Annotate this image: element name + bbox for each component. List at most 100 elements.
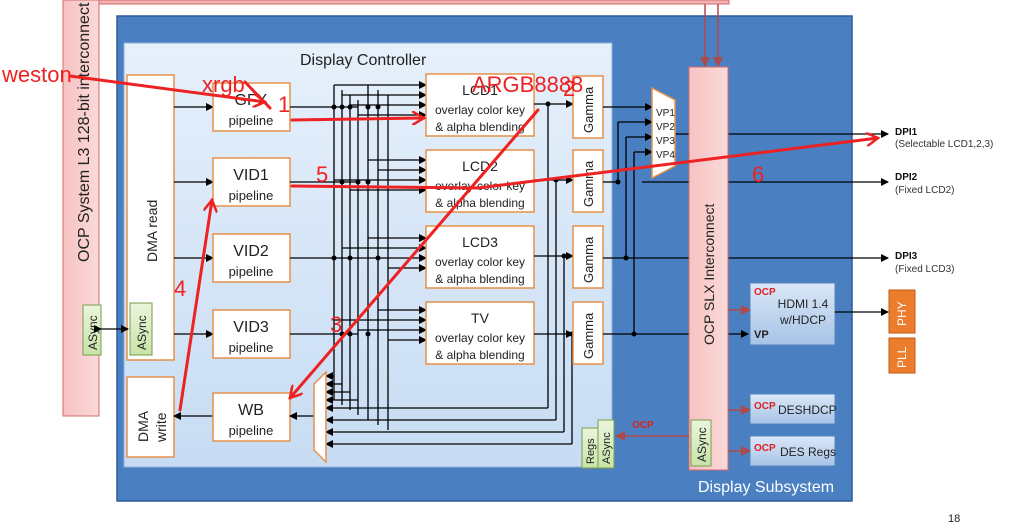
svg-text:6: 6 [752, 162, 764, 187]
svg-text:VP3: VP3 [656, 136, 675, 147]
svg-text:2: 2 [563, 76, 575, 101]
svg-text:& alpha blending: & alpha blending [435, 120, 524, 134]
dpi1-label: DPI1 (Selectable LCD1,2,3) [895, 127, 993, 150]
svg-text:Gamma: Gamma [581, 236, 596, 283]
svg-text:& alpha blending: & alpha blending [435, 272, 524, 286]
svg-text:OCP: OCP [754, 443, 776, 454]
svg-text:Regs: Regs [585, 438, 597, 464]
overlay-lcd1: LCD1 overlay color key & alpha blending [425, 73, 535, 137]
svg-text:VP1: VP1 [656, 108, 675, 119]
svg-text:overlay color key: overlay color key [435, 331, 525, 345]
gamma-output-lines [603, 103, 889, 338]
hdmi-block: OCP HDMI 1.4 w/HDCP VP [749, 282, 836, 346]
deshdcp-block: OCP DESHDCP [749, 393, 837, 425]
svg-text:DPI1: DPI1 [895, 127, 918, 138]
svg-text:DMA: DMA [135, 410, 151, 442]
pipeline-gfx: GFX pipeline [212, 82, 291, 132]
page-number: 18 [948, 513, 960, 525]
svg-text:LCD1: LCD1 [462, 82, 498, 98]
svg-text:Gamma: Gamma [581, 312, 596, 359]
svg-text:VID1: VID1 [233, 167, 269, 184]
svg-text:DESHDCP: DESHDCP [778, 403, 837, 417]
red-annotation-arrows [68, 74, 878, 412]
slx-interconnect: OCP SLX Interconnect ASync [688, 66, 729, 471]
pipeline-input-lines [173, 103, 214, 420]
svg-text:VP: VP [754, 329, 769, 341]
svg-text:overlay color key: overlay color key [435, 103, 525, 117]
gamma-junctions [615, 179, 637, 337]
svg-text:& alpha blending: & alpha blending [435, 348, 524, 362]
svg-text:HDMI 1.4: HDMI 1.4 [778, 297, 829, 311]
svg-text:OCP SLX Interconnect: OCP SLX Interconnect [701, 204, 717, 345]
svg-text:OCP: OCP [754, 401, 776, 412]
display-subsystem-label: Display Subsystem [698, 479, 834, 496]
gamma-2 [572, 149, 604, 213]
svg-text:overlay color key: overlay color key [435, 255, 525, 269]
gamma-4 [572, 301, 604, 365]
slx-async [690, 419, 712, 467]
ocp-link-label: OCP [632, 420, 654, 431]
pipeline-wb: WB pipeline [212, 392, 291, 442]
svg-text:pipeline: pipeline [229, 264, 274, 279]
svg-text:PHY: PHY [895, 301, 909, 326]
svg-text:DPI3: DPI3 [895, 251, 918, 262]
dma-async [129, 302, 153, 356]
gamma-1 [572, 75, 604, 139]
wb-mux [313, 370, 327, 464]
overlay-lcd2: LCD2 overlay color key & alpha blending [425, 149, 535, 213]
ocp-bus-label: OCP System L3 128-bit interconnect [76, 2, 93, 262]
svg-text:DES Regs: DES Regs [780, 445, 836, 459]
svg-text:overlay color key: overlay color key [435, 179, 525, 193]
svg-text:VID3: VID3 [233, 319, 269, 336]
dma-write-block: DMA write [126, 376, 175, 458]
svg-text:VID2: VID2 [233, 243, 269, 260]
svg-text:xrgb: xrgb [202, 72, 245, 97]
gamma-blocks: Gamma Gamma Gamma Gamma [572, 75, 604, 365]
svg-text:DPI2: DPI2 [895, 172, 918, 183]
svg-text:5: 5 [316, 162, 328, 187]
svg-text:ASync: ASync [135, 315, 149, 350]
svg-text:pipeline: pipeline [229, 188, 274, 203]
overlay-lcd3: LCD3 overlay color key & alpha blending [425, 225, 535, 289]
gamma-3 [572, 225, 604, 289]
svg-text:TV: TV [471, 310, 490, 326]
svg-text:weston: weston [1, 62, 72, 87]
top-bus-stub [98, 0, 730, 5]
svg-text:(Fixed LCD2): (Fixed LCD2) [895, 185, 954, 196]
svg-text:(Selectable LCD1,2,3): (Selectable LCD1,2,3) [895, 139, 993, 150]
svg-text:3: 3 [330, 312, 342, 337]
svg-text:1: 1 [278, 92, 290, 117]
svg-text:VP4: VP4 [656, 150, 675, 161]
dc-regs: Regs ASync [581, 419, 615, 469]
des-regs-block: OCP DES Regs [749, 435, 836, 467]
dpi2-label: DPI2 (Fixed LCD2) [895, 172, 954, 196]
svg-text:LCD2: LCD2 [462, 158, 498, 174]
svg-text:w/HDCP: w/HDCP [779, 313, 826, 327]
display-controller-label: Display Controller [300, 52, 427, 69]
svg-text:(Fixed LCD3): (Fixed LCD3) [895, 264, 954, 275]
svg-text:pipeline: pipeline [229, 340, 274, 355]
svg-text:ASync: ASync [86, 315, 100, 350]
svg-text:OCP: OCP [754, 287, 776, 298]
top-bus-arrows [700, 4, 723, 67]
ocp-system-bus: OCP System L3 128-bit interconnect [62, 0, 100, 417]
overlay-tv: TV overlay color key & alpha blending [425, 301, 535, 365]
pipeline-vid3: VID3 pipeline [212, 309, 291, 359]
svg-text:ASync: ASync [695, 427, 709, 462]
svg-text:ASync: ASync [601, 432, 613, 464]
svg-text:DMA read: DMA read [144, 200, 160, 262]
svg-text:LCD3: LCD3 [462, 234, 498, 250]
svg-text:ARGB8888: ARGB8888 [472, 72, 583, 97]
red-annotation-text: weston xrgb ARGB8888 1 2 3 4 5 6 [1, 62, 764, 337]
svg-text:VP2: VP2 [656, 122, 675, 133]
svg-text:4: 4 [174, 276, 186, 301]
phy-block: PHY [888, 289, 916, 334]
svg-text:Gamma: Gamma [581, 160, 596, 207]
slx-to-blocks [728, 305, 751, 456]
pll-block: PLL [888, 337, 916, 374]
dma-read-block: DMA read ASync [126, 74, 175, 361]
svg-text:write: write [153, 412, 169, 443]
svg-text:& alpha blending: & alpha blending [435, 196, 524, 210]
svg-text:Gamma: Gamma [581, 86, 596, 133]
